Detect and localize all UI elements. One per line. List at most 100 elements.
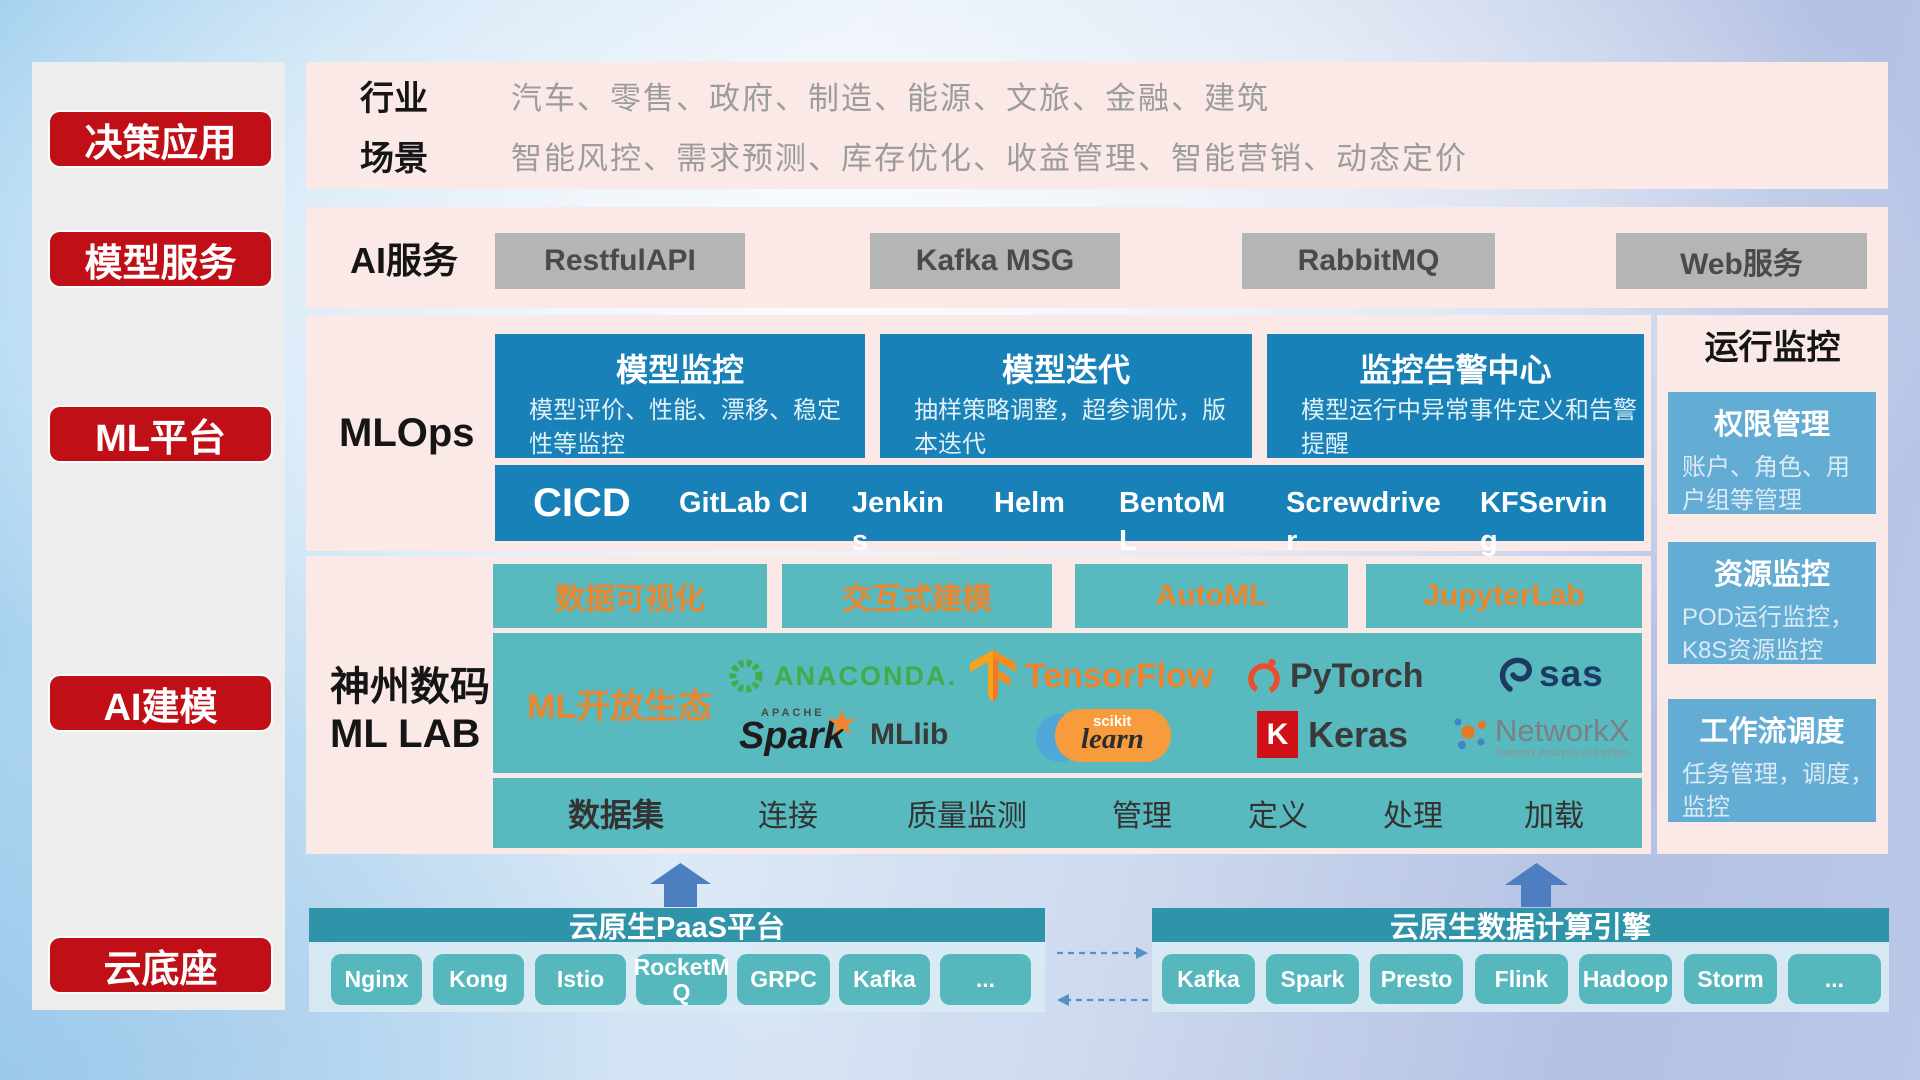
chip-kong[interactable]: Kong <box>433 954 524 1005</box>
mllab-label: 神州数码 ML LAB <box>330 664 490 758</box>
dataset-label: 数据集 <box>567 797 664 833</box>
chip-kafka2[interactable]: Kafka <box>1162 954 1255 1004</box>
spark-star-icon <box>827 709 857 735</box>
mllib-logo-text: MLlib <box>870 718 949 751</box>
cicd-label: CICD <box>533 481 631 525</box>
web-service-button[interactable]: Web服务 <box>1616 233 1867 289</box>
button-label: Kafka MSG <box>915 244 1075 277</box>
chip-spark[interactable]: Spark <box>1266 954 1359 1004</box>
engine-bar: 云原生数据计算引擎 Kafka Spark Presto Flink Hadoo… <box>1152 908 1889 1012</box>
chip-hadoop[interactable]: Hadoop <box>1579 954 1672 1004</box>
industry-label: 行业 <box>360 79 428 118</box>
chip-label: Presto <box>1380 965 1453 992</box>
scikit-learn-logo: scikit learn <box>1035 707 1171 765</box>
ml-ecosystem-box: ML开放生态 ANACONDA. TensorFlow PyTorch <box>493 633 1642 773</box>
up-arrow-left-icon <box>650 863 711 907</box>
ai-service-panel: AI服务 RestfulAPI Kafka MSG RabbitMQ Web服务 <box>306 207 1888 308</box>
sidebar-item-cloud-base: 云底座 <box>50 938 271 992</box>
chip-more2[interactable]: ... <box>1788 954 1881 1004</box>
box-title: 工作流调度 <box>1699 716 1845 748</box>
sidebar-item-model-service: 模型服务 <box>50 232 271 286</box>
rabbitmq-button[interactable]: RabbitMQ <box>1242 233 1495 289</box>
scene-list: 智能风控、需求预测、库存优化、收益管理、智能营销、动态定价 <box>511 140 1468 176</box>
box-title: 模型迭代 <box>1001 352 1130 388</box>
tool-label: AutoML <box>1155 579 1268 612</box>
sas-logo-text: sas <box>1539 653 1604 694</box>
model-iteration-box: 模型迭代 抽样策略调整，超参调优，版本迭代 <box>880 334 1252 458</box>
chip-rocketmq[interactable]: RocketMQ <box>634 954 729 1005</box>
box-desc: 账户、角色、用户组等管理 <box>1682 454 1850 514</box>
tensorflow-logo-text: TensorFlow <box>1025 656 1214 695</box>
restfulapi-button[interactable]: RestfulAPI <box>495 233 745 289</box>
mllab-label-line2: ML LAB <box>330 712 481 756</box>
box-title: 模型监控 <box>615 352 744 388</box>
tool-automl[interactable]: AutoML <box>1075 564 1348 628</box>
mlops-label: MLOps <box>339 410 475 455</box>
dataset-item-manage: 管理 <box>1112 800 1172 833</box>
sidebar-item-label: 决策应用 <box>84 122 237 165</box>
tool-label: JupyterLab <box>1423 579 1585 612</box>
ml-ecosystem-label: ML开放生态 <box>527 687 713 726</box>
box-title: 监控告警中心 <box>1359 352 1552 388</box>
kafka-msg-button[interactable]: Kafka MSG <box>870 233 1120 289</box>
chip-label: Nginx <box>344 966 409 992</box>
cicd-item-jenkins: Jenkins <box>852 487 944 557</box>
chip-label: Flink <box>1494 965 1549 992</box>
sas-icon <box>1499 657 1532 692</box>
chip-kafka[interactable]: Kafka <box>839 954 930 1005</box>
sidebar-item-label: AI建模 <box>103 686 218 729</box>
industry-list: 汽车、零售、政府、制造、能源、文旅、金融、建筑 <box>511 80 1270 116</box>
button-label: RabbitMQ <box>1297 244 1440 277</box>
monitor-panel: 运行监控 权限管理 账户、角色、用户组等管理 资源监控 POD运行监控，K8S资… <box>1657 315 1888 854</box>
networkx-icon <box>1454 718 1486 749</box>
cicd-item-kfserving: KFServing <box>1480 487 1608 557</box>
resource-box: 资源监控 POD运行监控，K8S资源监控 <box>1668 542 1876 664</box>
tool-label: 交互式建模 <box>842 583 992 616</box>
chip-flink[interactable]: Flink <box>1475 954 1568 1004</box>
cicd-item-screwdriver: Screwdriver <box>1286 487 1441 557</box>
model-monitor-box: 模型监控 模型评价、性能、漂移、稳定性等监控 <box>495 334 865 458</box>
box-title: 权限管理 <box>1713 409 1830 441</box>
box-desc: POD运行监控，K8S资源监控 <box>1682 604 1855 664</box>
chip-more[interactable]: ... <box>940 954 1031 1005</box>
dashed-arrows <box>1057 947 1148 1006</box>
up-arrow-right-icon <box>1505 863 1568 907</box>
tool-jupyterlab[interactable]: JupyterLab <box>1366 564 1642 628</box>
mllab-label-line1: 神州数码 <box>330 665 490 709</box>
mlops-panel: MLOps 模型监控 模型评价、性能、漂移、稳定性等监控 模型迭代 抽样策略调整… <box>306 315 1651 557</box>
pytorch-logo-text: PyTorch <box>1290 656 1424 695</box>
anaconda-icon <box>729 659 763 693</box>
chip-label: Storm <box>1697 965 1764 992</box>
chip-nginx[interactable]: Nginx <box>331 954 422 1005</box>
dataset-item-connect: 连接 <box>758 800 818 833</box>
sidebar-item-ai-modeling: AI建模 <box>50 676 271 730</box>
box-desc: 模型运行中异常事件定义和告警提醒 <box>1301 397 1637 458</box>
chip-presto[interactable]: Presto <box>1370 954 1463 1004</box>
dashed-arrow-right-head <box>1136 947 1148 959</box>
tool-interactive-modeling[interactable]: 交互式建模 <box>782 564 1052 628</box>
alert-center-box: 监控告警中心 模型运行中异常事件定义和告警提醒 <box>1267 334 1644 458</box>
dashed-arrow-left-head <box>1057 994 1069 1006</box>
industry-panel: 行业 汽车、零售、政府、制造、能源、文旅、金融、建筑 场景 智能风控、需求预测、… <box>306 62 1888 189</box>
tool-data-visualization[interactable]: 数据可视化 <box>493 564 767 628</box>
monitor-title: 运行监控 <box>1704 328 1841 367</box>
cicd-item-gitlab: GitLab CI <box>679 487 808 519</box>
chip-label: Hadoop <box>1582 965 1669 992</box>
chip-storm[interactable]: Storm <box>1684 954 1777 1004</box>
workflow-box: 工作流调度 任务管理，调度，监控 <box>1668 699 1876 822</box>
sidebar-item-decision-apps: 决策应用 <box>50 112 271 166</box>
chip-grpc[interactable]: GRPC <box>737 954 830 1005</box>
pytorch-icon <box>1248 658 1280 695</box>
networkx-logo-text: NetworkX <box>1495 713 1630 748</box>
sidebar-panel <box>32 62 285 1010</box>
anaconda-logo-text: ANACONDA. <box>774 660 957 691</box>
box-desc: 模型评价、性能、漂移、稳定性等监控 <box>529 397 841 458</box>
dataset-item-load: 加载 <box>1524 800 1584 833</box>
chip-istio[interactable]: Istio <box>535 954 626 1005</box>
sidebar-item-label: ML平台 <box>95 417 226 460</box>
keras-logo-text: Keras <box>1308 714 1409 755</box>
keras-icon: K <box>1257 711 1298 758</box>
cicd-item-bentoml: BentoML <box>1119 487 1226 557</box>
ai-service-label: AI服务 <box>350 240 459 281</box>
